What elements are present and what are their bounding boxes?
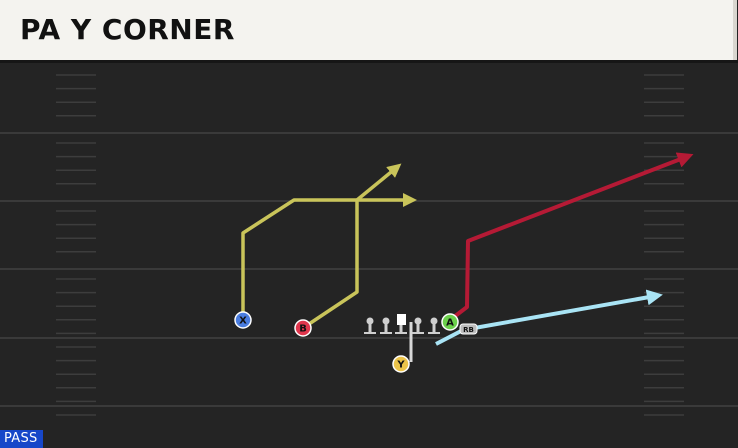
lineman-left-guard [380, 317, 392, 334]
play-field: X B A Y RB [0, 63, 738, 448]
play-type-tag: PASS [0, 430, 43, 448]
player-a[interactable]: A [441, 313, 459, 331]
hash-marks [56, 74, 684, 416]
play-title-bar: PA Y CORNER [0, 0, 737, 60]
lineman-left-tackle [364, 317, 376, 334]
player-y[interactable]: Y [392, 355, 410, 373]
player-rb-label: RB [463, 326, 474, 334]
player-y-label: Y [396, 360, 405, 371]
player-rb[interactable]: RB [459, 323, 478, 335]
player-x-label: X [239, 316, 247, 327]
player-b-label: B [299, 324, 307, 335]
player-x[interactable]: X [234, 311, 252, 329]
yard-lines [0, 132, 738, 407]
center [395, 314, 407, 334]
player-b[interactable]: B [294, 319, 312, 337]
play-title: PA Y CORNER [20, 13, 235, 46]
a-route [448, 152, 694, 322]
offensive-line [364, 314, 440, 334]
lineman-right-guard [412, 317, 424, 334]
player-a-label: A [446, 318, 454, 329]
b-route [302, 163, 402, 330]
x-route [241, 193, 417, 318]
title-bar-shadow [0, 60, 738, 63]
lineman-right-tackle [428, 317, 440, 334]
play-diagram: X B A Y RB [0, 74, 738, 416]
